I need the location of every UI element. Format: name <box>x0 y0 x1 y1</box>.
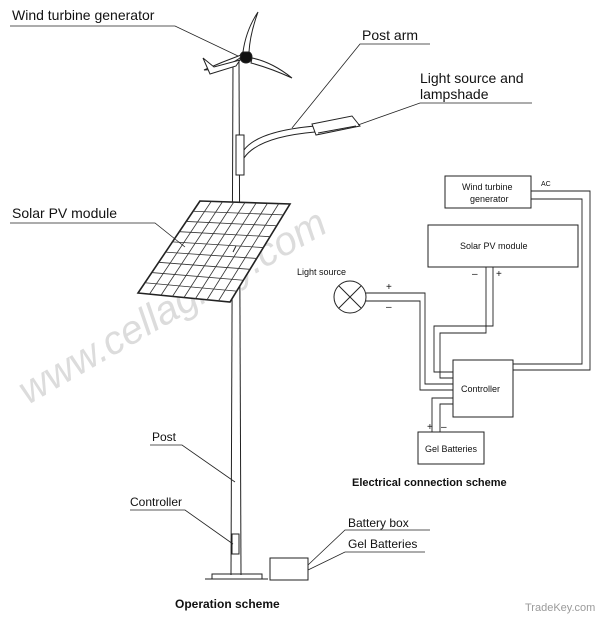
elec-label-light-plus: + <box>386 282 392 293</box>
label-wind-turbine-generator: Wind turbine generator <box>12 7 155 23</box>
post-base <box>211 573 263 580</box>
elec-label-gel-batteries: Gel Batteries <box>425 444 478 454</box>
turbine-tail <box>202 57 242 75</box>
battery-box <box>269 557 309 581</box>
label-gel-batteries: Gel Batteries <box>348 537 417 551</box>
post-arm <box>243 125 316 151</box>
elec-controller-box <box>452 359 514 418</box>
elec-label-controller: Controller <box>461 384 500 394</box>
street-light-assembly <box>136 11 361 581</box>
caption-operation-scheme: Operation scheme <box>175 597 280 611</box>
elec-label-solar-plus: + <box>496 269 502 280</box>
elec-label-light-source: Light source <box>297 267 346 277</box>
elec-label-battery-minus: – <box>441 422 447 433</box>
turbine-blade <box>250 57 293 79</box>
elec-label-wind-turbine: Wind turbine <box>462 182 513 192</box>
elec-label-generator: generator <box>470 194 509 204</box>
footer-watermark: TradeKey.com <box>525 602 595 614</box>
label-solar-pv-module: Solar PV module <box>12 205 117 221</box>
elec-label-battery-plus: + <box>427 422 433 433</box>
label-controller: Controller <box>130 495 182 509</box>
turbine-hub <box>239 50 253 64</box>
electrical-scheme <box>333 175 579 465</box>
electrical-wires <box>366 190 591 432</box>
elec-gel-batteries-box <box>417 431 485 465</box>
solar-panel-cells <box>144 201 284 302</box>
lampshade <box>311 115 361 136</box>
label-post-arm: Post arm <box>362 27 418 43</box>
caption-electrical-connection-scheme: Electrical connection scheme <box>352 477 507 489</box>
elec-label-solar-pv-module: Solar PV module <box>460 241 528 251</box>
watermark: www.cellaglory.com <box>11 201 335 413</box>
elec-label-light-minus: – <box>386 302 392 313</box>
turbine-blade <box>242 11 259 53</box>
label-post: Post <box>152 430 177 444</box>
elec-solar-module-box <box>427 224 579 268</box>
elec-label-ac: AC <box>541 181 551 188</box>
label-light-source: Light source and <box>420 70 524 86</box>
elec-label-solar-minus: – <box>472 269 478 280</box>
label-battery-box: Battery box <box>348 516 409 530</box>
arm-bracket <box>235 134 245 176</box>
elec-wind-turbine-box <box>444 175 532 209</box>
post-controller <box>231 533 240 555</box>
leader-lines <box>10 25 532 571</box>
post-left-edge <box>230 61 234 576</box>
label-lampshade: lampshade <box>420 86 489 102</box>
